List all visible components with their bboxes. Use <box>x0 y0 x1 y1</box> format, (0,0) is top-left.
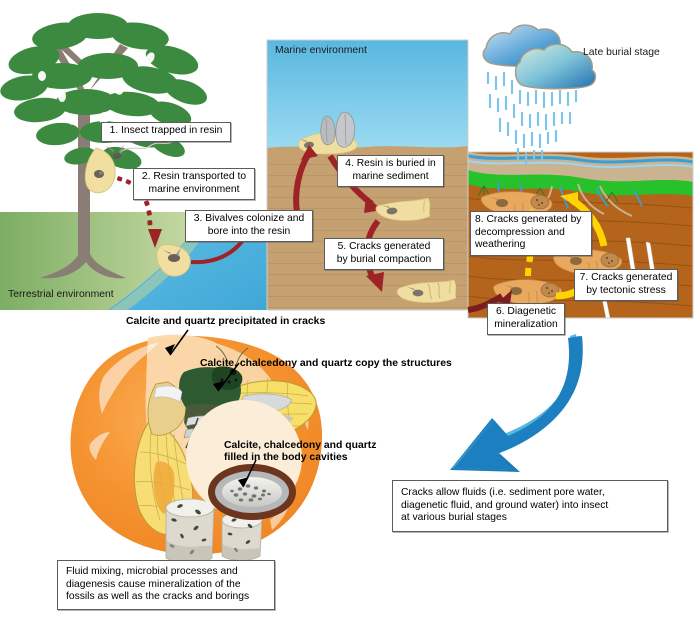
note-diagenesis: Fluid mixing, microbial processes and di… <box>57 560 275 610</box>
annotation-body-cavities: Calcite, chalcedony and quartz filled in… <box>224 440 377 464</box>
bivalve-shells <box>320 111 355 148</box>
arrow-step-6 <box>467 293 504 313</box>
annotation-copy-structures: Calcite, chalcedony and quartz copy the … <box>200 358 452 369</box>
arrow-step-6-head <box>498 290 512 304</box>
arrow-step-5-head <box>366 272 384 292</box>
callout-step-7: 7. Cracks generated by tectonic stress <box>574 269 678 302</box>
cloud-front <box>514 43 597 90</box>
arrow-step-7b-head <box>560 192 578 208</box>
note-fluid-pathways: Cracks allow fluids (i.e. sediment pore … <box>392 480 668 532</box>
resin-buried-mid <box>375 197 431 221</box>
caption-late-burial: Late burial stage <box>583 47 660 58</box>
resin-with-bivalves <box>298 111 358 155</box>
callout-step-3: 3. Bivalves colonize and bore into the r… <box>185 210 313 243</box>
body-cavity-inset <box>186 400 302 520</box>
tree-illustration <box>0 13 208 279</box>
rain-cloud-group <box>482 24 597 164</box>
boring-cylinder-large <box>165 498 215 565</box>
arrow-step-4-up-head <box>301 145 318 160</box>
caption-terrestrial: Terrestrial environment <box>8 289 114 300</box>
boring-cylinder-small <box>221 511 263 561</box>
callout-step-8: 8. Cracks generated by decompression and… <box>470 211 592 256</box>
callout-step-1: 1. Insect trapped in resin <box>101 122 231 142</box>
fossil-nodule-upper <box>480 191 553 217</box>
fossil-nodule-middle <box>553 249 622 275</box>
callout-step-5: 5. Cracks generated by burial compaction <box>324 238 444 271</box>
raindrops <box>486 72 578 164</box>
resin-drop-in-river <box>156 244 191 277</box>
arrow-step-4-up <box>293 153 311 213</box>
caption-marine: Marine environment <box>275 45 367 56</box>
callout-step-6: 6. Diagenetic mineralization <box>487 303 565 336</box>
annotation-arrowheads <box>165 344 249 487</box>
amber-fossil-detail <box>70 334 323 565</box>
blue-feedback-arrow <box>450 334 583 472</box>
callout-step-2: 2. Resin transported to marine environme… <box>133 168 255 201</box>
resin-drop-on-tree <box>84 147 116 194</box>
callout-step-4: 4. Resin is buried in marine sediment <box>337 155 444 188</box>
resin-cracked-lower <box>396 279 457 303</box>
annotation-cracks-precipitate: Calcite and quartz precipitated in crack… <box>126 316 326 327</box>
